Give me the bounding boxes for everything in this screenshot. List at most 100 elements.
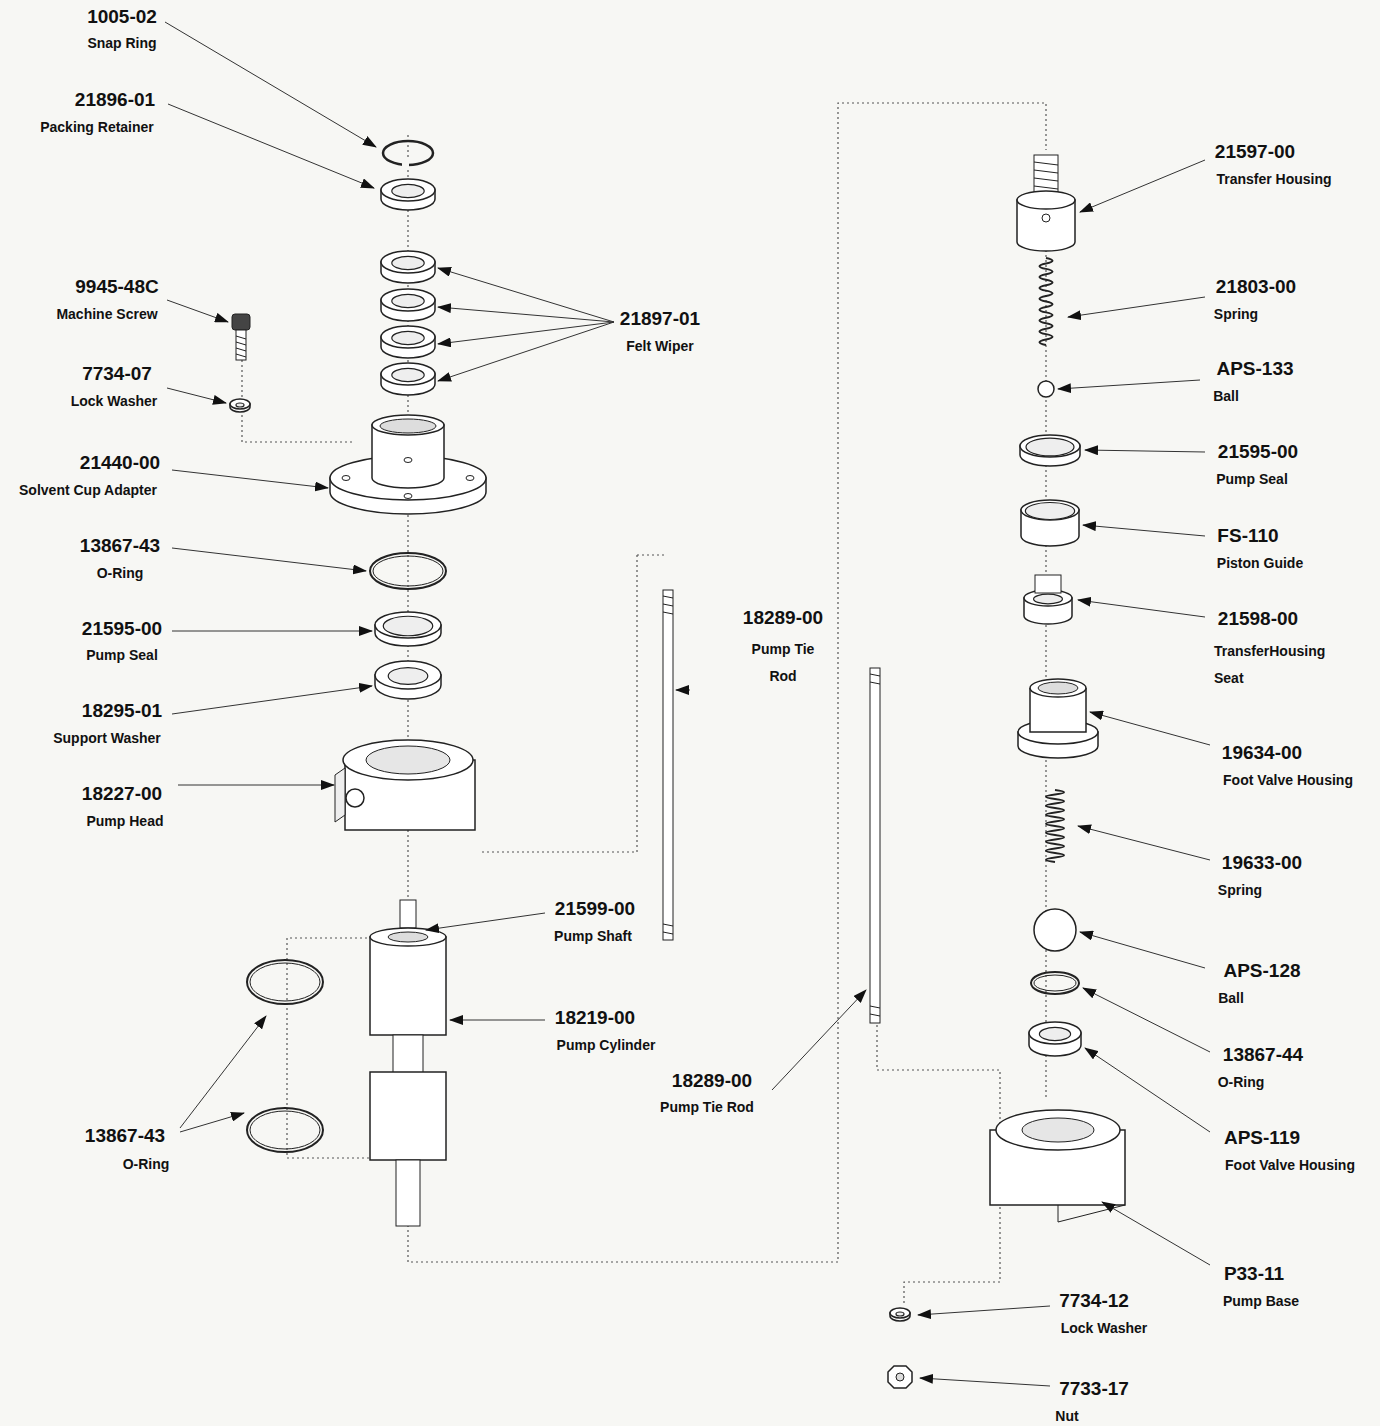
packing-retainer: [381, 179, 435, 201]
part-number: 19633-00: [1222, 852, 1302, 874]
part-name: Pump Tie Rod: [743, 636, 823, 689]
pump-cylinder-bore: [388, 932, 428, 942]
part-name: Nut: [1055, 1408, 1078, 1424]
o-ring: [373, 556, 443, 586]
part-name: Piston Guide: [1217, 555, 1303, 571]
pump-head-port: [346, 789, 364, 807]
leader-line: [438, 268, 614, 322]
thread-lines: [1034, 162, 1058, 189]
leader-line: [180, 1113, 244, 1132]
bolt-hole: [342, 476, 350, 481]
part-name: Snap Ring: [87, 35, 156, 51]
part-number: 21597-00: [1215, 141, 1295, 163]
foot-valve-housing-bore: [1038, 682, 1078, 694]
part-number: 19634-00: [1222, 742, 1302, 764]
part-number: 21897-01: [620, 308, 700, 330]
tie-rod: [663, 590, 673, 940]
leader-line: [426, 913, 545, 930]
leader-line: [167, 388, 226, 403]
part-number: 13867-43: [85, 1125, 165, 1147]
leader-line: [1083, 525, 1205, 536]
leader-line: [772, 990, 866, 1090]
felt-wiper: [392, 256, 424, 269]
machine-screw-thread: [236, 336, 246, 357]
leader-line: [172, 470, 328, 488]
leader-line: [1085, 450, 1205, 452]
machine-screw-shank: [236, 330, 246, 360]
pump-shaft: [393, 1035, 423, 1075]
leader-line: [1090, 712, 1210, 745]
felt-wiper: [381, 289, 435, 311]
part-name: Pump Head: [86, 813, 163, 829]
bolt-hole: [404, 458, 412, 463]
part-name: Transfer Housing: [1216, 171, 1331, 187]
bolt-hole: [466, 476, 474, 481]
pump-head-ear: [335, 768, 345, 822]
part-number: 18219-00: [555, 1007, 635, 1029]
foot-valve-housing-seat: [1039, 1027, 1070, 1040]
nut: [888, 1366, 912, 1388]
transfer-housing: [1017, 191, 1075, 209]
leader-line: [172, 631, 372, 632]
part-name: Spring: [1214, 306, 1258, 322]
felt-wiper: [392, 368, 424, 381]
part-number: 21598-00: [1218, 608, 1298, 630]
leader-line: [450, 1020, 545, 1021]
leader-line: [168, 104, 374, 188]
part-number: APS-119: [1224, 1127, 1300, 1149]
part-name: TransferHousing Seat: [1214, 638, 1349, 691]
leader-line: [438, 307, 614, 322]
ball: [1038, 381, 1054, 397]
part-name: O-Ring: [123, 1156, 170, 1172]
part-number: 9945-48C: [75, 276, 158, 298]
assembly-dotted-line: [877, 1020, 1000, 1305]
pump-seal: [1020, 435, 1080, 457]
part-name: O-Ring: [97, 565, 144, 581]
leader-line: [180, 1016, 266, 1128]
pump-base-bore: [1022, 1118, 1094, 1142]
part-name: Machine Screw: [56, 306, 157, 322]
assembly-dotted-line: [480, 555, 665, 852]
leader-line: [1083, 988, 1210, 1052]
leader-line: [920, 1378, 1050, 1386]
part-number: 18295-01: [82, 700, 162, 722]
leader-line: [167, 300, 228, 322]
lock-washer: [236, 403, 244, 407]
part-name: Spring: [1218, 882, 1262, 898]
bolt-hole: [404, 494, 412, 499]
part-name: Pump Seal: [86, 647, 158, 663]
piston-guide: [1025, 503, 1074, 520]
leader-line: [1078, 600, 1205, 617]
part-name: O-Ring: [1218, 1074, 1265, 1090]
part-number: 21896-01: [75, 89, 155, 111]
pump-seal: [383, 616, 433, 636]
transfer-housing-seat: [1034, 594, 1063, 604]
leader-line: [178, 785, 334, 786]
leader-line: [1058, 380, 1200, 389]
felt-wiper: [381, 363, 435, 385]
part-name: Support Washer: [53, 730, 161, 746]
part-name: Foot Valve Housing: [1223, 772, 1353, 788]
foot-valve-housing-top: [1030, 679, 1086, 697]
leader-line: [918, 1306, 1050, 1315]
snap-ring-gap: [402, 160, 409, 168]
foot-valve-housing-seat: [1029, 1022, 1081, 1044]
leader-line: [165, 22, 376, 147]
part-number: APS-128: [1223, 960, 1300, 982]
felt-wiper: [392, 331, 424, 344]
part-number: FS-110: [1217, 525, 1278, 547]
part-number: APS-133: [1216, 358, 1293, 380]
pump-shaft-end: [396, 1160, 420, 1226]
felt-wiper: [392, 294, 424, 307]
leader-line: [172, 548, 366, 571]
o-ring: [1031, 972, 1079, 994]
part-number: 21803-00: [1216, 276, 1296, 298]
o-ring: [247, 1108, 323, 1152]
support-washer: [388, 668, 428, 685]
part-number: 18289-00: [672, 1070, 752, 1092]
part-number: 18289-00: [743, 607, 823, 629]
machine-screw-head: [232, 314, 250, 330]
nut-hole: [896, 1373, 904, 1381]
leader-line: [676, 690, 690, 691]
